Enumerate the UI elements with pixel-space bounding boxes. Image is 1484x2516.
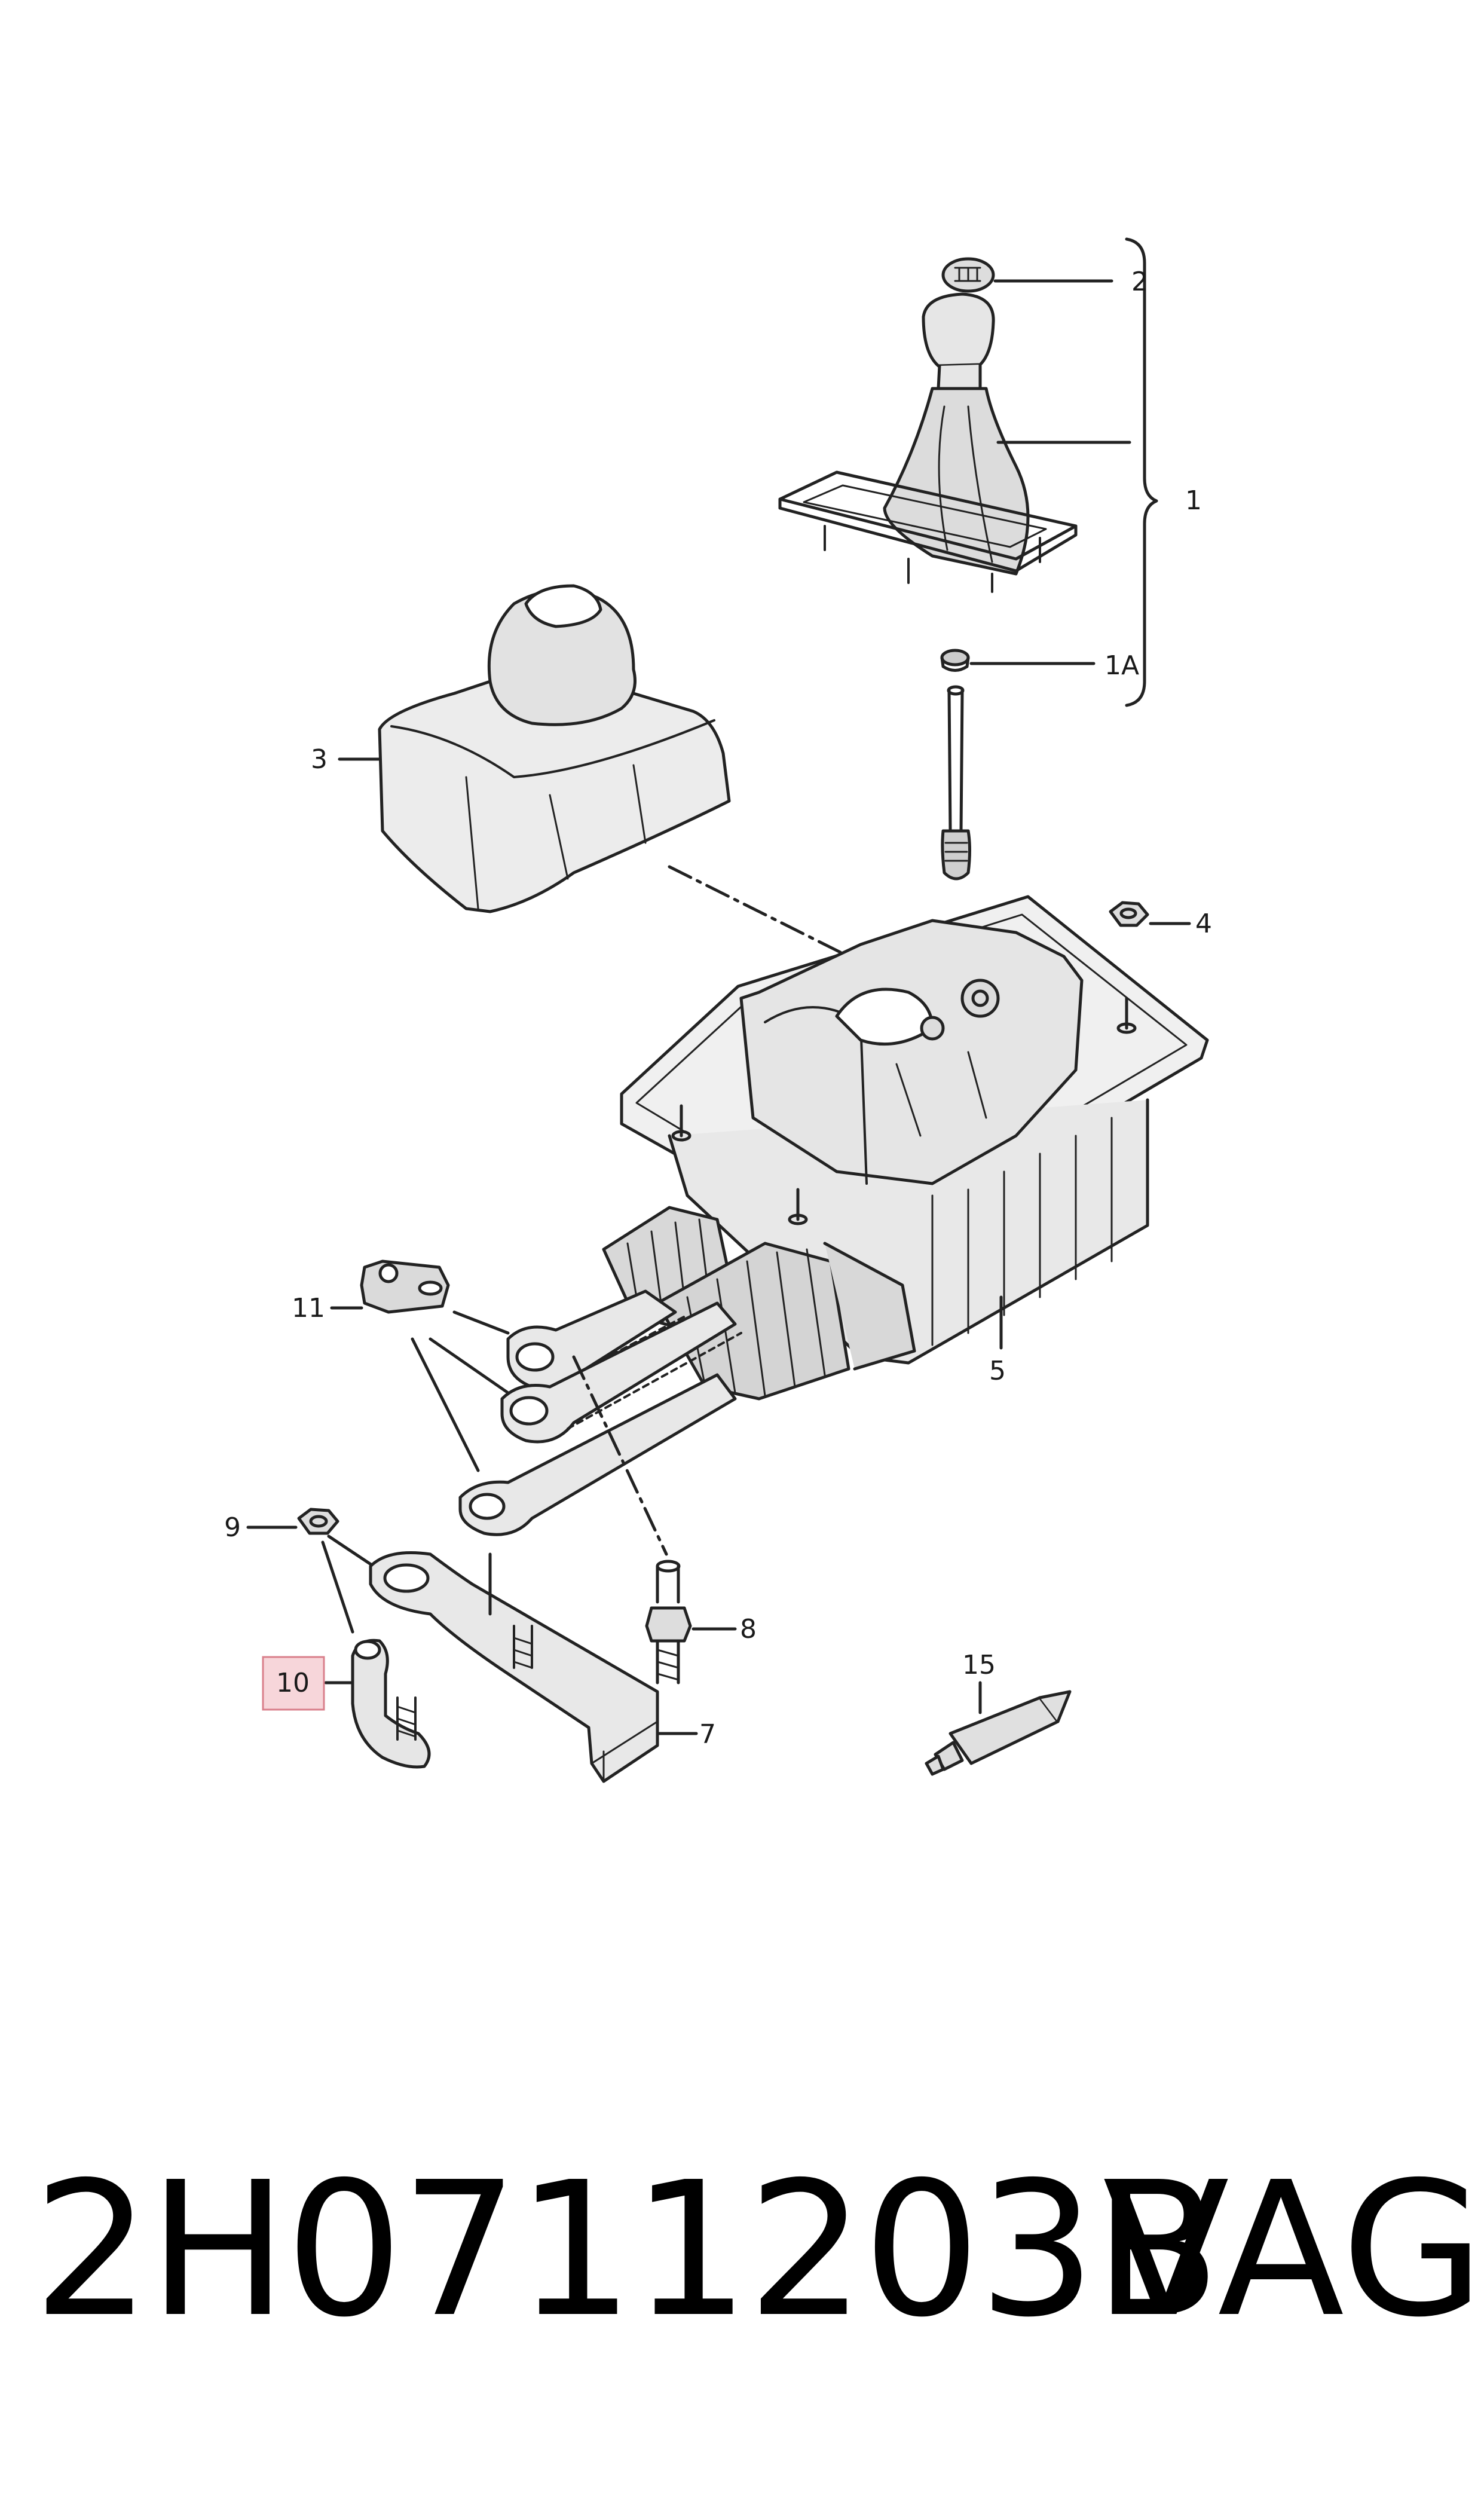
part-10-lever	[351, 1638, 431, 1769]
part-3-cover	[378, 584, 731, 913]
callout-11: 11	[292, 1293, 325, 1323]
part-15-grease-tube	[925, 1690, 1072, 1776]
part-1a-clip	[940, 649, 970, 672]
callout-1a: 1A	[1104, 650, 1139, 681]
callout-2: 2	[1131, 267, 1148, 297]
shift-cable-upper	[506, 1289, 689, 1390]
dash-dot-line	[572, 1355, 668, 1556]
part-11-clip	[360, 1259, 450, 1314]
callout-9: 9	[224, 1512, 241, 1543]
part-4-nut	[1109, 901, 1149, 927]
shift-lever-rod	[941, 685, 971, 881]
part-1-shift-knob-boot	[778, 292, 1078, 593]
brand-name: VAG	[1103, 2142, 1484, 2358]
callout-4: 4	[1195, 909, 1212, 939]
dash-dot-line	[668, 865, 850, 958]
leader-line	[411, 1310, 510, 1472]
callout-15: 15	[962, 1650, 996, 1680]
shift-cable-lower	[458, 1373, 737, 1536]
part-5-shift-housing	[602, 895, 1209, 1401]
leader-line	[321, 1534, 375, 1634]
callout-10: 10	[276, 1668, 310, 1698]
part-7-selector-bracket	[369, 1551, 659, 1783]
part-9-nut	[297, 1508, 339, 1535]
part-8-stud	[645, 1560, 692, 1685]
part-number: 2H0711203B	[33, 2142, 1221, 2358]
callout-7: 7	[699, 1719, 716, 1750]
callout-3: 3	[311, 744, 328, 775]
callout-1: 1	[1185, 485, 1202, 516]
shift-cable-middle	[500, 1301, 742, 1444]
callout-5: 5	[989, 1356, 1006, 1386]
group-bracket	[1125, 237, 1158, 707]
callout-8: 8	[740, 1614, 757, 1644]
footer-caption: 2H0711203B VAG	[33, 2142, 1484, 2385]
part-2-shift-badge	[941, 257, 995, 293]
callout-10-highlight	[262, 1656, 325, 1711]
